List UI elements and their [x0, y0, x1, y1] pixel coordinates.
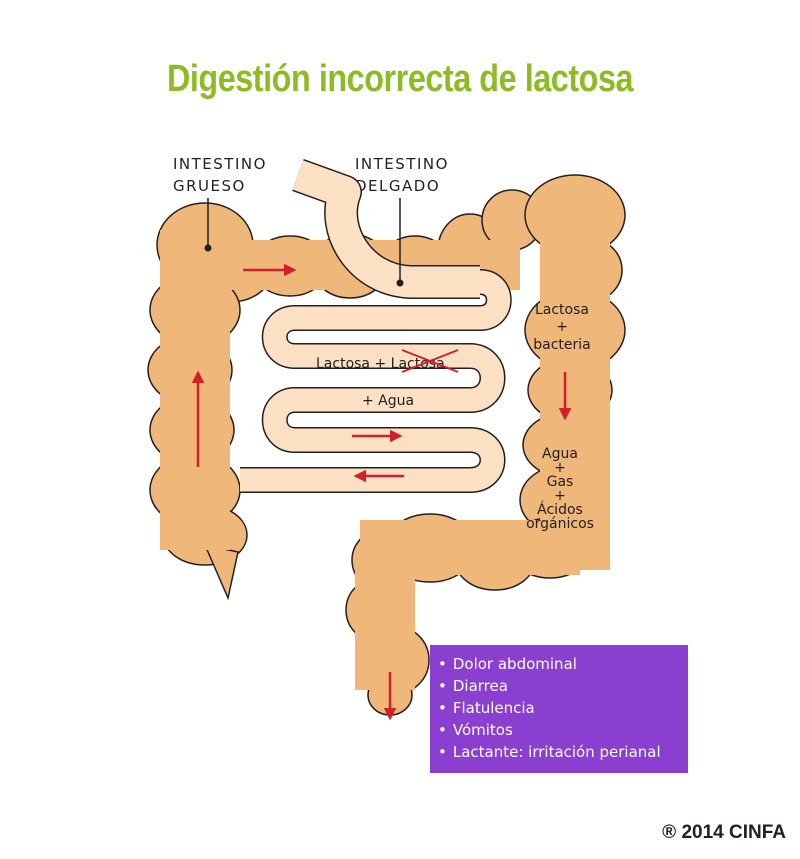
- pointer-dot-small: [396, 279, 404, 287]
- colon-text-organicos: orgánicos: [526, 516, 594, 532]
- label-large-intestine-line1: INTESTINO: [173, 155, 267, 173]
- pointer-dot-large: [204, 244, 212, 252]
- symptom-item: Lactante: irritación perianal: [438, 741, 688, 763]
- symptom-item: Flatulencia: [438, 697, 688, 719]
- small-intestine-text-line2: + Agua: [362, 393, 414, 409]
- lactose-text: Lactosa +: [316, 356, 391, 372]
- colon-text-plus-1: +: [556, 319, 568, 335]
- colon-text: Lactosa + bacteria Agua + Gas + Ácidos o…: [526, 302, 594, 532]
- cross-out-mark: [401, 349, 459, 373]
- symptom-item: Diarrea: [438, 675, 688, 697]
- label-large-intestine: INTESTINO GRUESO: [173, 153, 267, 197]
- symptom-item: Vómitos: [438, 719, 688, 741]
- label-large-intestine-line2: GRUESO: [173, 177, 246, 195]
- colon-text-agua: Agua: [542, 446, 578, 462]
- colon-text-lactosa: Lactosa: [535, 302, 589, 318]
- page-title: Digestión incorrecta de lactosa: [166, 58, 634, 100]
- colon-text-plus-2: +: [554, 460, 566, 476]
- colon-text-plus-3: +: [554, 488, 566, 504]
- colon-text-bacteria: bacteria: [533, 337, 591, 353]
- copyright-text: ® 2014 CINFA: [662, 822, 786, 843]
- symptoms-box: Dolor abdominal Diarrea Flatulencia Vómi…: [430, 645, 688, 773]
- colon-text-acidos: Ácidos: [537, 501, 583, 518]
- label-small-intestine-line1: INTESTINO: [355, 155, 449, 173]
- colon-text-gas: Gas: [547, 474, 574, 490]
- label-small-intestine-line2: DELGADO: [355, 177, 441, 195]
- label-small-intestine: INTESTINO DELGADO: [355, 153, 449, 197]
- symptom-item: Dolor abdominal: [438, 653, 688, 675]
